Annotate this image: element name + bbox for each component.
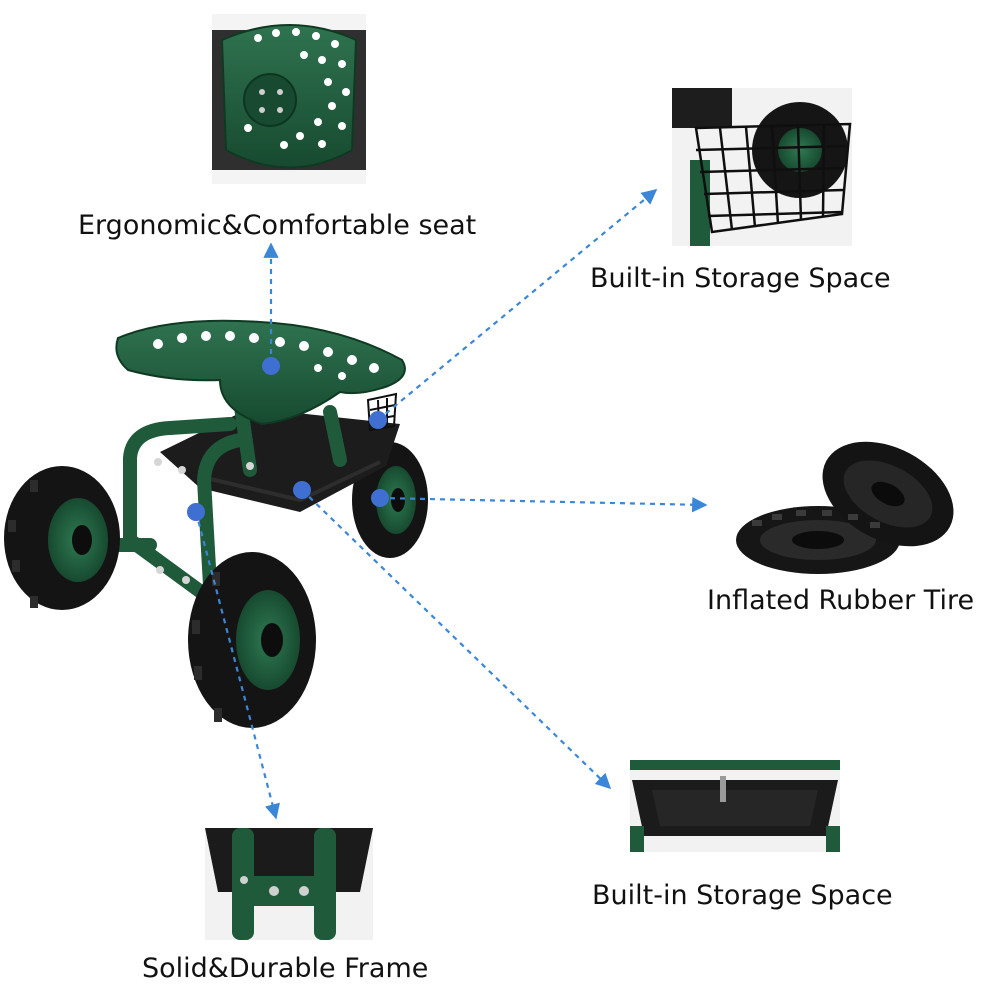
- seat-feature-label: Ergonomic&Comfortable seat: [78, 210, 477, 241]
- frame-arrow: [194, 511, 280, 820]
- tray-arrow: [301, 489, 612, 790]
- front-left-wheel: [4, 466, 120, 610]
- scooter-frame: [93, 393, 347, 627]
- tray-detail-photo: [630, 760, 840, 852]
- frame-callout-dot: [187, 503, 205, 521]
- scooter-seat: [115, 319, 406, 426]
- tire-detail-photo: [736, 441, 954, 574]
- callout-lines: [194, 189, 708, 820]
- front-right-wheel: [188, 552, 316, 728]
- seat-callout-dot: [262, 357, 280, 375]
- basket-feature-label: Built-in Storage Space: [590, 263, 891, 294]
- frame-feature-label: Solid&Durable Frame: [142, 953, 429, 984]
- basket-callout-dot: [369, 411, 387, 429]
- wire-basket: [694, 122, 852, 234]
- tray-feature-label: Built-in Storage Space: [592, 880, 893, 911]
- tire-callout-dot: [371, 489, 389, 507]
- tray-callout-dot: [293, 481, 311, 499]
- basket-arrow: [377, 189, 658, 421]
- seat-detail-photo: [212, 14, 366, 184]
- basket-detail-photo: [672, 88, 852, 246]
- tire-arrow: [379, 496, 708, 513]
- tire-feature-label: Inflated Rubber Tire: [707, 585, 975, 616]
- frame-detail-photo: [205, 828, 373, 940]
- callout-dots: [187, 357, 389, 521]
- garden-scooter-illustration: [4, 319, 428, 728]
